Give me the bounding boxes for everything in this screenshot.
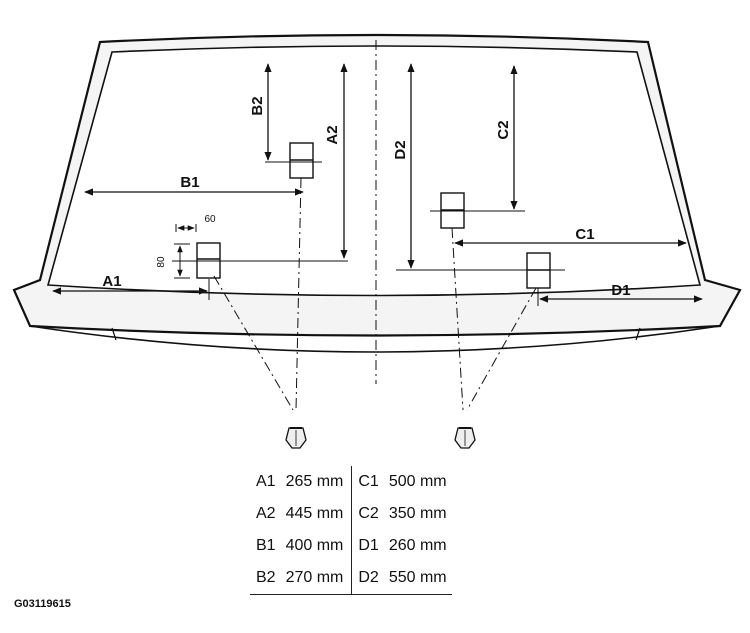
- row-code-left: B1: [256, 537, 276, 554]
- label-d1: D1: [611, 282, 630, 299]
- row-value-right: 260 mm: [388, 537, 447, 554]
- row-code-left: A1: [256, 473, 276, 490]
- row-code-right: C2: [358, 505, 379, 522]
- figure-id: G03119615: [14, 598, 71, 610]
- dimension-arrows: [52, 63, 703, 303]
- label-b1: B1: [180, 174, 199, 191]
- windshield-frame: [12, 33, 742, 353]
- row-value-left: 265 mm: [280, 466, 353, 498]
- table-row: B2 270 mm D2 550 mm: [250, 562, 452, 595]
- dimension-table: A1 265 mm C1 500 mm A2 445 mm C2 350 mm …: [250, 466, 452, 595]
- connector-right: [454, 427, 476, 449]
- row-value-left: 400 mm: [280, 530, 353, 562]
- label-pad-width: 60: [204, 214, 216, 225]
- leader-lines: [213, 177, 537, 411]
- table-row: A1 265 mm C1 500 mm: [250, 466, 452, 498]
- label-a2: A2: [324, 125, 341, 144]
- row-code-right: D1: [358, 537, 379, 554]
- row-value-right: 500 mm: [388, 473, 447, 490]
- label-a1: A1: [102, 273, 121, 290]
- row-value-left: 445 mm: [280, 498, 353, 530]
- label-c1: C1: [575, 226, 594, 243]
- table-row: A2 445 mm C2 350 mm: [250, 498, 452, 530]
- dimension-labels: A1 B1 C1 D1 A2 B2 C2 D2 60 80: [102, 96, 630, 299]
- row-value-right: 550 mm: [383, 562, 452, 595]
- label-b2: B2: [249, 96, 266, 115]
- table-row: B1 400 mm D1 260 mm: [250, 530, 452, 562]
- connectors: [285, 427, 476, 449]
- row-code-right: D2: [351, 562, 384, 595]
- row-code-right: C1: [358, 473, 379, 490]
- label-d2: D2: [392, 140, 409, 159]
- label-c2: C2: [495, 120, 512, 139]
- label-pad-height: 80: [156, 256, 167, 268]
- extension-lines: [172, 161, 565, 306]
- connector-left: [285, 427, 307, 449]
- row-code-left: A2: [256, 505, 276, 522]
- row-value-right: 350 mm: [388, 505, 447, 522]
- row-code-left: B2: [250, 562, 281, 595]
- row-value-left: 270 mm: [280, 562, 353, 595]
